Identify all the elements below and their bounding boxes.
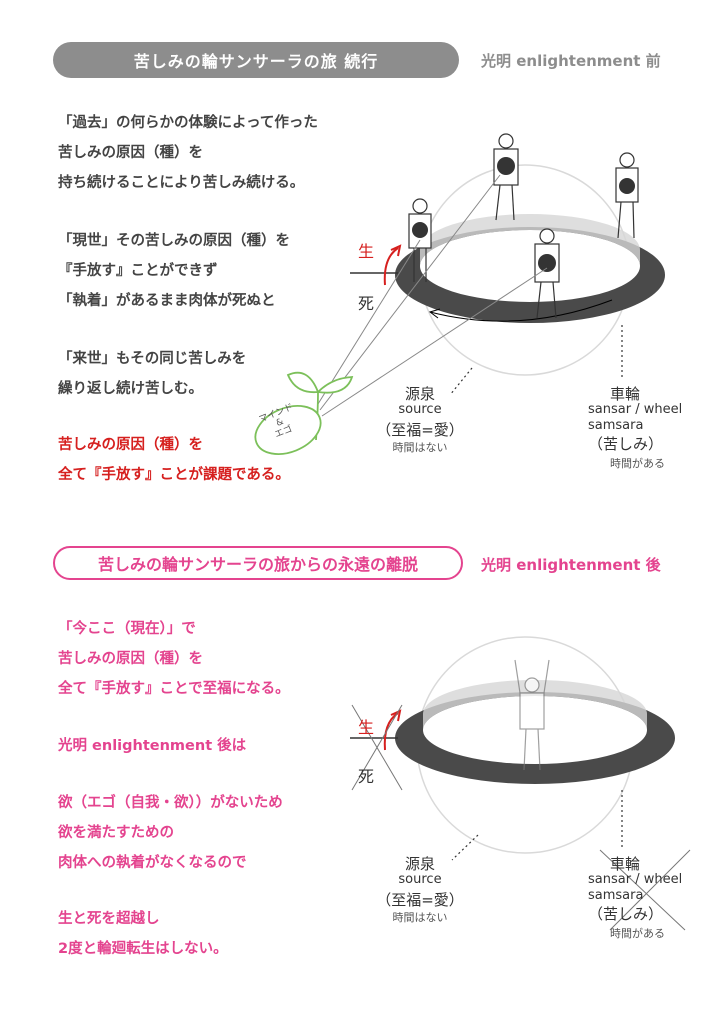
death-label-bottom: 死 — [358, 767, 375, 786]
text-line: 2度と輪廻転生はしない。 — [58, 941, 228, 957]
source-en: source — [398, 402, 442, 417]
wheel-sub: （苦しみ） — [588, 905, 664, 923]
figure-2 — [493, 133, 519, 221]
text-line: 『手放す』ことができず — [58, 263, 218, 279]
mind-ego-lines — [317, 174, 548, 417]
bottom-para1: 「今ここ（現在）」で 苦しみの原因（種）を 全て『手放す』ことで至福になる。 — [58, 614, 290, 704]
text-line: 苦しみの原因（種）を — [58, 651, 203, 667]
text-line: 苦しみの原因（種）を — [58, 437, 203, 453]
source-note: 時間はない — [392, 911, 448, 924]
text-line: 繰り返し続け苦しむ。 — [58, 381, 203, 397]
figure-1 — [408, 198, 432, 282]
samsara-ring — [395, 680, 675, 784]
text-line: 「今ここ（現在）」で — [58, 621, 196, 637]
top-tag: 光明 enlightenment 前 — [481, 52, 661, 70]
text-line: 欲（エゴ（自我・欲））がないため — [58, 795, 283, 811]
wheel-en1: sansar / wheel — [588, 402, 683, 417]
top-title-pill: 苦しみの輪サンサーラの旅 続行 — [53, 42, 459, 78]
text-line: 肉体への執着がなくなるので — [58, 855, 247, 871]
bottom-para4: 生と死を超越し 2度と輪廻転生はしない。 — [58, 904, 228, 964]
text-line: 苦しみの原因（種）を — [58, 145, 203, 161]
wheel-en2: samsara — [588, 888, 644, 903]
text-line: 「現世」その苦しみの原因（種）を — [58, 233, 290, 249]
bottom-title-pill: 苦しみの輪サンサーラの旅からの永遠の離脱 — [53, 546, 463, 580]
source-en: source — [398, 872, 442, 887]
wheel-label-top: 車輪 sansar / wheel samsara （苦しみ） 時間がある — [588, 386, 698, 472]
top-para4: 苦しみの原因（種）を 全て『手放す』ことが課題である。 — [58, 430, 290, 490]
text-line: 全て『手放す』ことが課題である。 — [58, 467, 290, 483]
text-line: 欲を満たすための — [58, 825, 174, 841]
enlightened-figure — [514, 659, 550, 771]
text-line: 光明 enlightenment 後は — [58, 738, 247, 754]
text-line: 持ち続けることにより苦しみ続ける。 — [58, 175, 305, 191]
wheel-label-bottom: 車輪 sansar / wheel samsara （苦しみ） 時間がある — [588, 856, 698, 942]
source-jp: 源泉 — [404, 855, 435, 873]
figure-3 — [615, 152, 639, 239]
source-label-bottom: 源泉 source （至福=愛） 時間はない — [370, 856, 470, 926]
source-note: 時間はない — [392, 441, 448, 454]
top-para3: 「来世」もその同じ苦しみを 繰り返し続け苦しむ。 — [58, 344, 246, 404]
sprout-icon — [254, 371, 354, 455]
wheel-note: 時間がある — [610, 927, 665, 940]
wheel-en2: samsara — [588, 418, 644, 433]
wheel-note: 時間がある — [610, 457, 665, 470]
text-line: 「過去」の何らかの体験によって作った — [58, 115, 318, 131]
top-para2: 「現世」その苦しみの原因（種）を 『手放す』ことができず 「執着」があるまま肉体… — [58, 226, 290, 316]
source-sub: （至福=愛） — [376, 421, 464, 439]
source-jp: 源泉 — [404, 385, 435, 403]
text-line: 「来世」もその同じ苦しみを — [58, 351, 247, 367]
samsara-ring — [395, 214, 665, 323]
figure-4 — [534, 228, 560, 319]
source-sub: （至福=愛） — [376, 891, 464, 909]
birth-label-bottom: 生 — [358, 718, 375, 737]
source-label-top: 源泉 source （至福=愛） 時間はない — [370, 386, 470, 456]
wheel-sub: （苦しみ） — [588, 435, 664, 453]
birth-arrow — [383, 247, 399, 286]
bottom-para2: 光明 enlightenment 後は — [58, 731, 246, 761]
wheel-jp: 車輪 — [610, 855, 641, 873]
source-leader — [449, 367, 473, 396]
cross-out-birth-death — [351, 704, 403, 791]
top-para1: 「過去」の何らかの体験によって作った 苦しみの原因（種）を 持ち続けることにより… — [58, 108, 318, 198]
text-line: 「執着」があるまま肉体が死ぬと — [58, 293, 276, 309]
wheel-en1: sansar / wheel — [588, 872, 683, 887]
text-line: 全て『手放す』ことで至福になる。 — [58, 681, 290, 697]
death-label: 死 — [358, 294, 375, 313]
bottom-para3: 欲（エゴ（自我・欲））がないため 欲を満たすための 肉体への執着がなくなるので — [58, 788, 283, 878]
cross-out-wheel — [599, 849, 691, 931]
birth-label: 生 — [358, 242, 375, 261]
bottom-tag: 光明 enlightenment 後 — [481, 556, 661, 574]
source-leader — [451, 834, 479, 861]
wheel-jp: 車輪 — [610, 385, 641, 403]
text-line: 生と死を超越し — [58, 911, 160, 927]
